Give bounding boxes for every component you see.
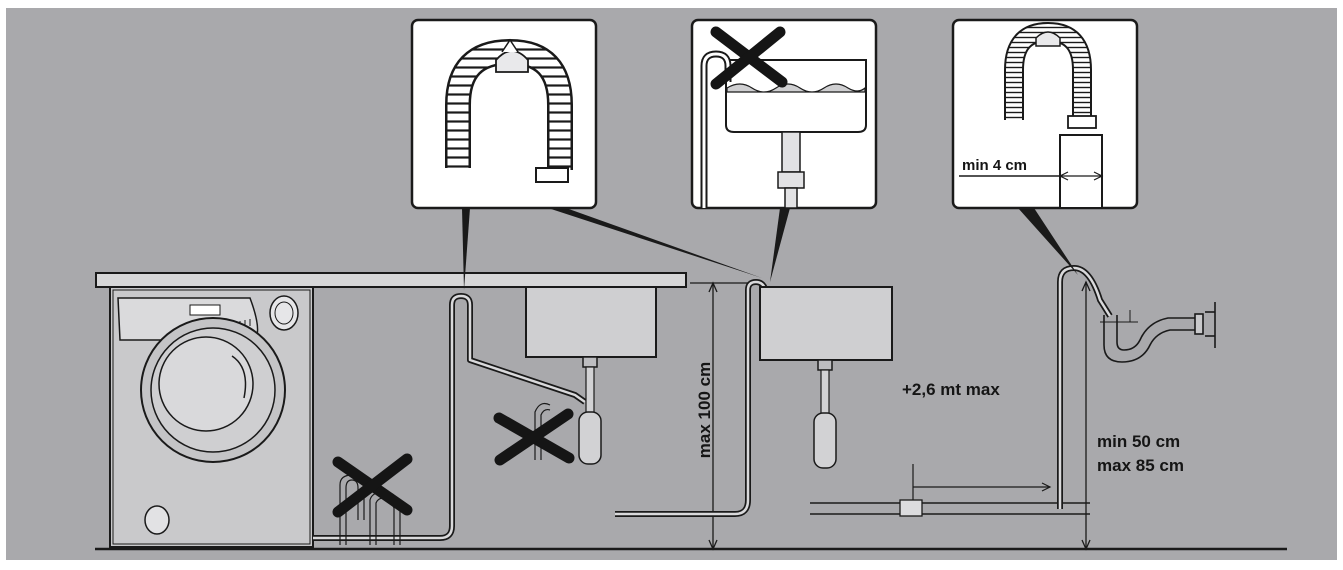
sink-1-trap [578, 411, 602, 465]
callout-pointer-4 [1018, 208, 1078, 275]
min-gap-dimension-siphon [1100, 310, 1138, 323]
extension-dimension [912, 464, 1052, 500]
program-knob [269, 295, 299, 331]
sink-1 [525, 286, 657, 465]
hose-hook-icon [445, 38, 573, 183]
sink-2 [759, 286, 893, 469]
callout-pointer-3 [770, 208, 790, 282]
callout-hose-hook [410, 18, 598, 210]
min-height-label: min 50 cm [1097, 432, 1180, 451]
callout-pointer-2 [548, 208, 762, 278]
cross-icon [332, 453, 413, 518]
height-dimension-right [1081, 280, 1091, 551]
washing-machine [109, 286, 314, 548]
wrong-siphon-hose [534, 402, 551, 460]
wall-siphon [1103, 302, 1216, 363]
extension-length-label: +2,6 mt max [902, 380, 1000, 399]
floor-drain-pipe [810, 499, 1090, 517]
countertop [95, 272, 687, 288]
machine-door-glass [158, 336, 254, 432]
sink-2-trap [813, 412, 837, 469]
min-gap-label: min 4 cm [962, 157, 1027, 174]
callout-standpipe-gap: min 4 cm [951, 18, 1139, 210]
standpipe [1059, 134, 1103, 209]
cross-icon [710, 26, 788, 90]
max-height-right-label: max 85 cm [1097, 456, 1184, 475]
max-height-label: max 100 cm [695, 362, 714, 458]
cross-icon [493, 408, 575, 466]
machine-display [189, 304, 221, 316]
hose-coupling [899, 499, 923, 517]
basin-water [725, 59, 867, 133]
callout-pointer-1 [462, 208, 470, 290]
filter-cover [144, 505, 170, 535]
callout-submerged-hose [690, 18, 878, 210]
